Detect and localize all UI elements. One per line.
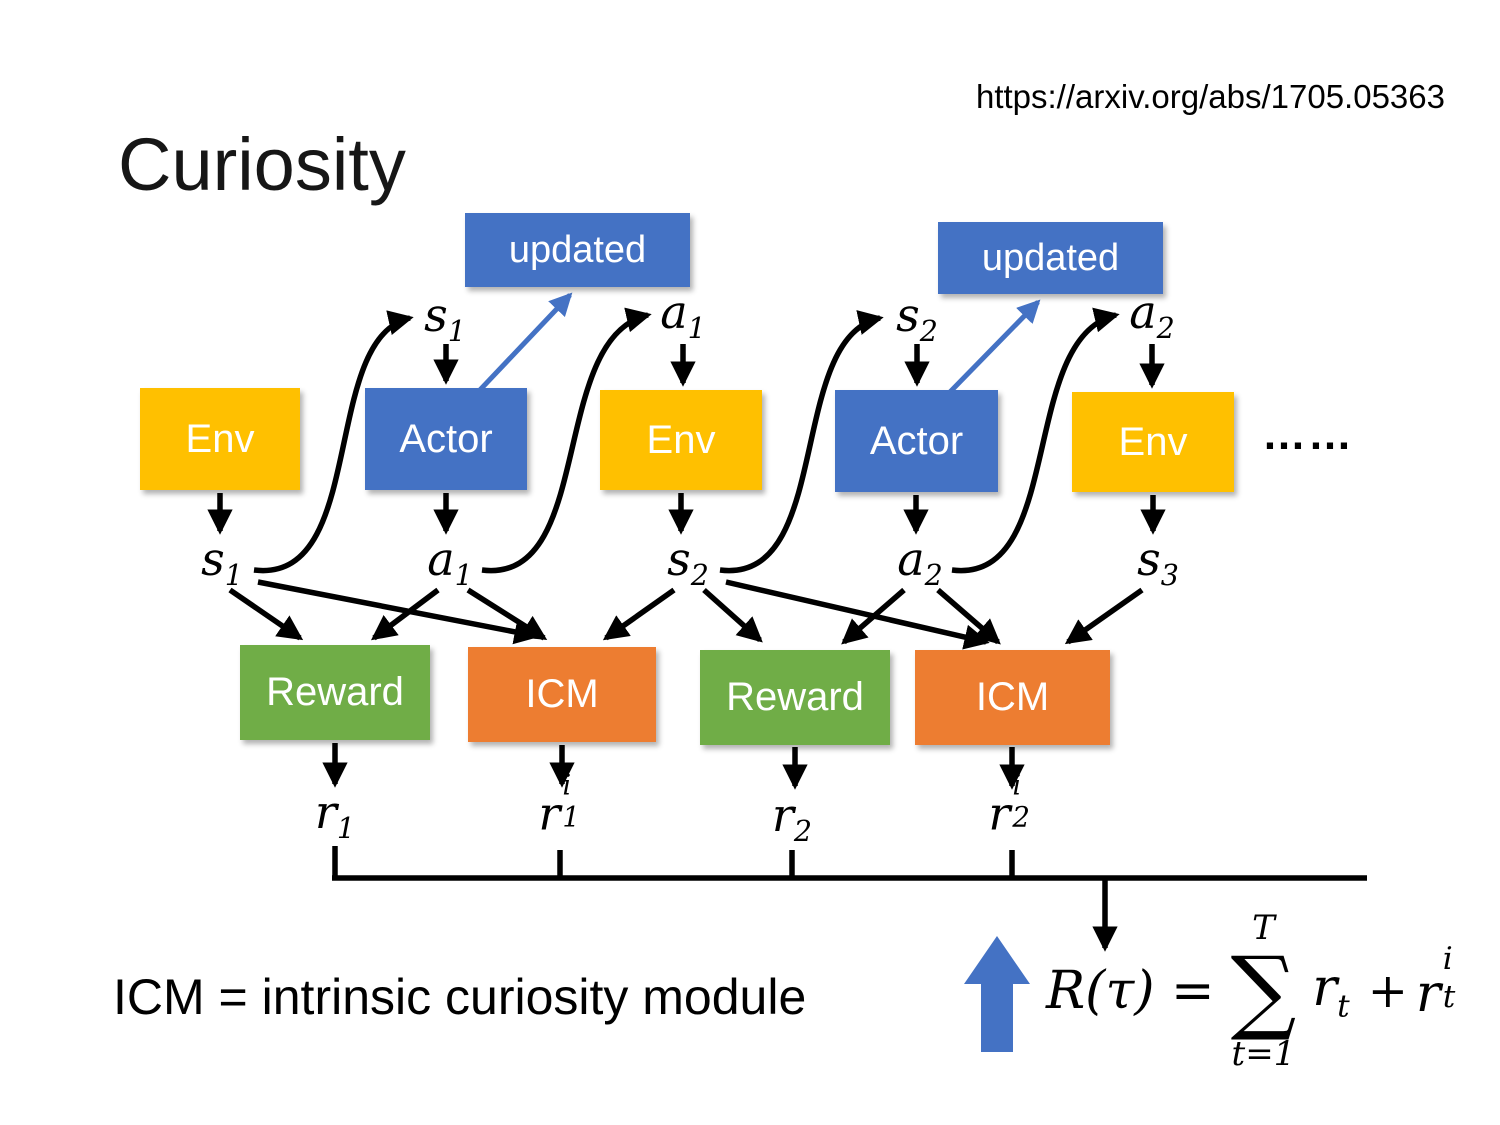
arrow-s2-to-icm2 bbox=[725, 579, 990, 650]
env-box-label: Env bbox=[185, 416, 255, 461]
continuation-dots: …… bbox=[1262, 410, 1354, 459]
env-box-1: Env bbox=[140, 388, 300, 490]
label-s3: s3 bbox=[1137, 531, 1179, 593]
env-box-3: Env bbox=[1072, 392, 1234, 492]
icm-box-label: ICM bbox=[975, 675, 1050, 719]
reward-box-1: Reward bbox=[240, 645, 430, 740]
arrow-s2-to-icm1 bbox=[602, 587, 676, 641]
arrow-s1-to-reward1 bbox=[228, 587, 304, 641]
slide-title: Curiosity bbox=[118, 123, 406, 206]
arrow-s3-to-icm2 bbox=[1064, 587, 1144, 645]
actor-box-label: Actor bbox=[869, 418, 964, 463]
updated-box-label: updated bbox=[981, 236, 1120, 279]
formula-lhs: R(τ) = bbox=[1046, 961, 1215, 1021]
icm-box-2: ICM bbox=[915, 650, 1110, 745]
actor-box-2: Actor bbox=[835, 390, 998, 492]
label-s2: s2 bbox=[667, 531, 709, 593]
label-s2-top: s2 bbox=[896, 287, 938, 349]
curve-s2-to-actor2-input bbox=[719, 310, 884, 574]
icm-box-1: ICM bbox=[468, 647, 656, 742]
curve-s1-to-actor1-input bbox=[253, 310, 414, 574]
plus-sign: + bbox=[1367, 963, 1408, 1019]
label-a1: a1 bbox=[427, 531, 473, 593]
arrow-a1-to-reward1 bbox=[370, 587, 440, 641]
env-box-label: Env bbox=[646, 417, 716, 462]
updated-box-1: updated bbox=[465, 213, 690, 287]
reward-box-label: Reward bbox=[266, 670, 404, 714]
updated-box-label: updated bbox=[508, 228, 647, 271]
blue-arrow-actor1-updated bbox=[476, 292, 573, 394]
label-s1: s1 bbox=[201, 531, 243, 593]
blue-arrow-actor2-updated bbox=[948, 299, 1041, 394]
sum-upper-limit: T bbox=[1252, 908, 1275, 948]
label-r1: r1 bbox=[314, 784, 356, 846]
icm-definition: ICM = intrinsic curiosity module bbox=[113, 969, 807, 1025]
env-box-label: Env bbox=[1118, 419, 1188, 464]
arrow-a2-to-reward2 bbox=[841, 587, 906, 645]
reward-box-2: Reward bbox=[700, 650, 890, 745]
extrinsic-reward-term: rt bbox=[1312, 957, 1350, 1025]
curve-a2-to-env3-input bbox=[951, 307, 1120, 574]
label-r2: r2 bbox=[771, 787, 813, 849]
env-box-2: Env bbox=[600, 390, 762, 490]
label-a1-top: a1 bbox=[660, 284, 706, 346]
actor-box-label: Actor bbox=[399, 416, 493, 461]
label-a2-top: a2 bbox=[1129, 284, 1175, 346]
summation: T ∑ t=1 bbox=[1231, 911, 1297, 1071]
icm-box-label: ICM bbox=[525, 672, 599, 716]
arrow-a1-to-icm1 bbox=[466, 587, 548, 641]
label-s1-top: s1 bbox=[424, 287, 466, 349]
up-block-arrow bbox=[964, 936, 1030, 1052]
arrow-s1-to-icm1 bbox=[257, 579, 540, 645]
updated-box-2: updated bbox=[938, 222, 1163, 294]
sum-lower-limit: t=1 bbox=[1231, 1034, 1296, 1074]
reward-box-label: Reward bbox=[726, 675, 864, 719]
label-a2: a2 bbox=[897, 531, 943, 593]
sigma-symbol: ∑ bbox=[1230, 937, 1297, 1044]
curve-a1-to-env2-input bbox=[481, 307, 652, 574]
source-url: https://arxiv.org/abs/1705.05363 bbox=[975, 78, 1445, 115]
arrow-a2-to-icm2 bbox=[936, 587, 1001, 645]
arrow-s2-to-reward2 bbox=[702, 587, 763, 643]
actor-box-1: Actor bbox=[365, 388, 527, 490]
